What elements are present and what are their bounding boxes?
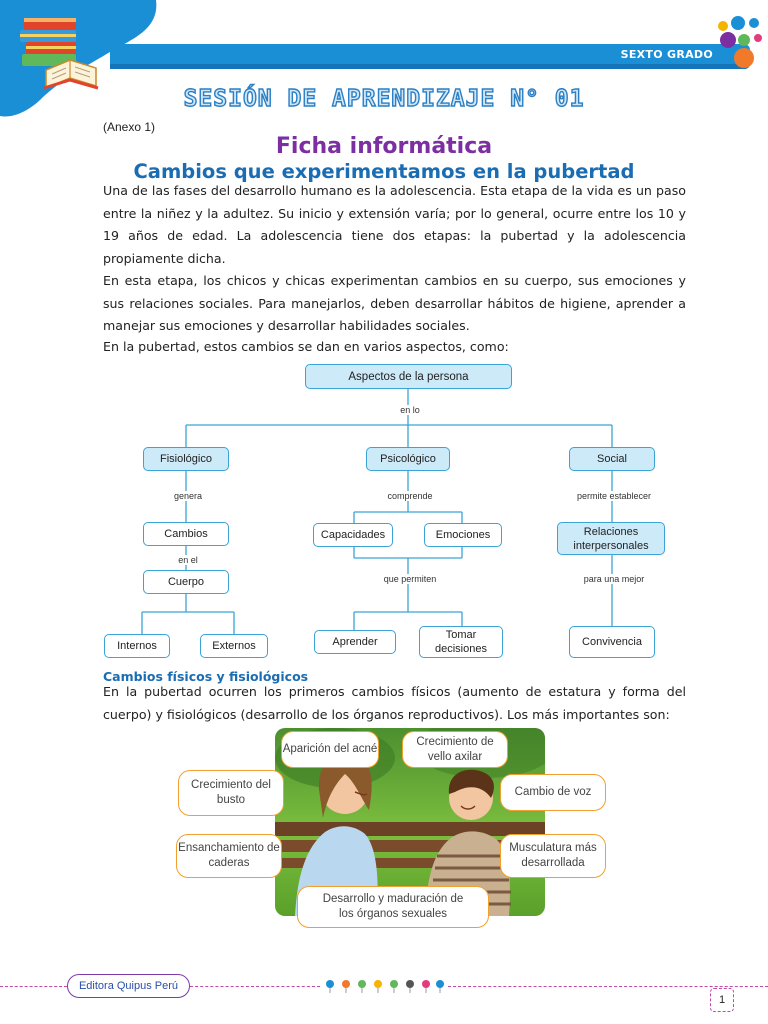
concept-psicologico-box: Psicológico bbox=[366, 447, 450, 471]
paragraph-intro: Una de las fases del desarrollo humano e… bbox=[103, 183, 686, 266]
grade-label: SEXTO GRADO bbox=[620, 48, 713, 61]
concept-fisiologico-box: Fisiológico bbox=[143, 447, 229, 471]
concept-externos-box: Externos bbox=[200, 634, 268, 658]
document-subtitle: Cambios que experimentamos en la puberta… bbox=[133, 160, 635, 183]
footer-balloons-decoration bbox=[326, 980, 444, 993]
label-voz: Cambio de voz bbox=[500, 774, 606, 811]
concept-aprender-box: Aprender bbox=[314, 630, 396, 654]
concept-link-permite: permite establecer bbox=[566, 491, 662, 501]
concept-emociones-box: Emociones bbox=[424, 523, 502, 547]
session-title: SESIÓN DE APRENDIZAJE N° 01 bbox=[183, 85, 585, 112]
concept-cuerpo-box: Cuerpo bbox=[143, 570, 229, 594]
page-number: 1 bbox=[710, 988, 734, 1012]
paragraph-physical-changes: En la pubertad ocurren los primeros camb… bbox=[103, 684, 686, 722]
concept-convivencia-box: Convivencia bbox=[569, 626, 655, 658]
concept-relaciones-box: Relaciones interpersonales bbox=[557, 522, 665, 555]
concept-link-comprende: comprende bbox=[378, 491, 442, 501]
concept-tomar-decisiones-box: Tomar decisiones bbox=[419, 626, 503, 658]
label-musculatura: Musculatura más desarrollada bbox=[500, 834, 606, 878]
publisher-badge: Editora Quipus Perú bbox=[67, 974, 190, 998]
label-busto: Crecimiento del busto bbox=[178, 770, 284, 816]
concept-social-box: Social bbox=[569, 447, 655, 471]
section-heading: Cambios físicos y fisiológicos bbox=[103, 669, 309, 684]
annex-label: (Anexo 1) bbox=[103, 120, 156, 134]
paragraph-changes: En esta etapa, los chicos y chicas exper… bbox=[103, 273, 686, 333]
label-caderas: Ensanchamiento de caderas bbox=[176, 834, 282, 878]
concept-capacidades-box: Capacidades bbox=[313, 523, 393, 547]
footer-divider-left bbox=[0, 986, 67, 987]
books-icon bbox=[20, 18, 99, 90]
label-acne: Aparición del acné bbox=[281, 731, 379, 768]
concept-link-en-lo: en lo bbox=[390, 405, 430, 415]
footer-divider-right bbox=[448, 986, 768, 987]
footer-divider-middle bbox=[190, 986, 320, 987]
concept-link-que-permiten: que permiten bbox=[372, 574, 448, 584]
concept-cambios-box: Cambios bbox=[143, 522, 229, 546]
document-title: Ficha informática bbox=[275, 134, 493, 159]
paragraph-aspects: En la pubertad, estos cambios se dan en … bbox=[103, 339, 509, 354]
concept-link-para-una-mejor: para una mejor bbox=[568, 574, 660, 584]
concept-root-box: Aspectos de la persona bbox=[305, 364, 512, 389]
label-vello-axilar: Crecimiento de vello axilar bbox=[402, 731, 508, 768]
concept-link-genera: genera bbox=[160, 491, 216, 501]
concept-link-en-el: en el bbox=[168, 555, 208, 565]
header-bar-shade bbox=[110, 64, 750, 69]
concept-internos-box: Internos bbox=[104, 634, 170, 658]
colored-dots-decoration bbox=[718, 16, 762, 68]
label-organos: Desarrollo y maduración de los órganos s… bbox=[297, 886, 489, 928]
